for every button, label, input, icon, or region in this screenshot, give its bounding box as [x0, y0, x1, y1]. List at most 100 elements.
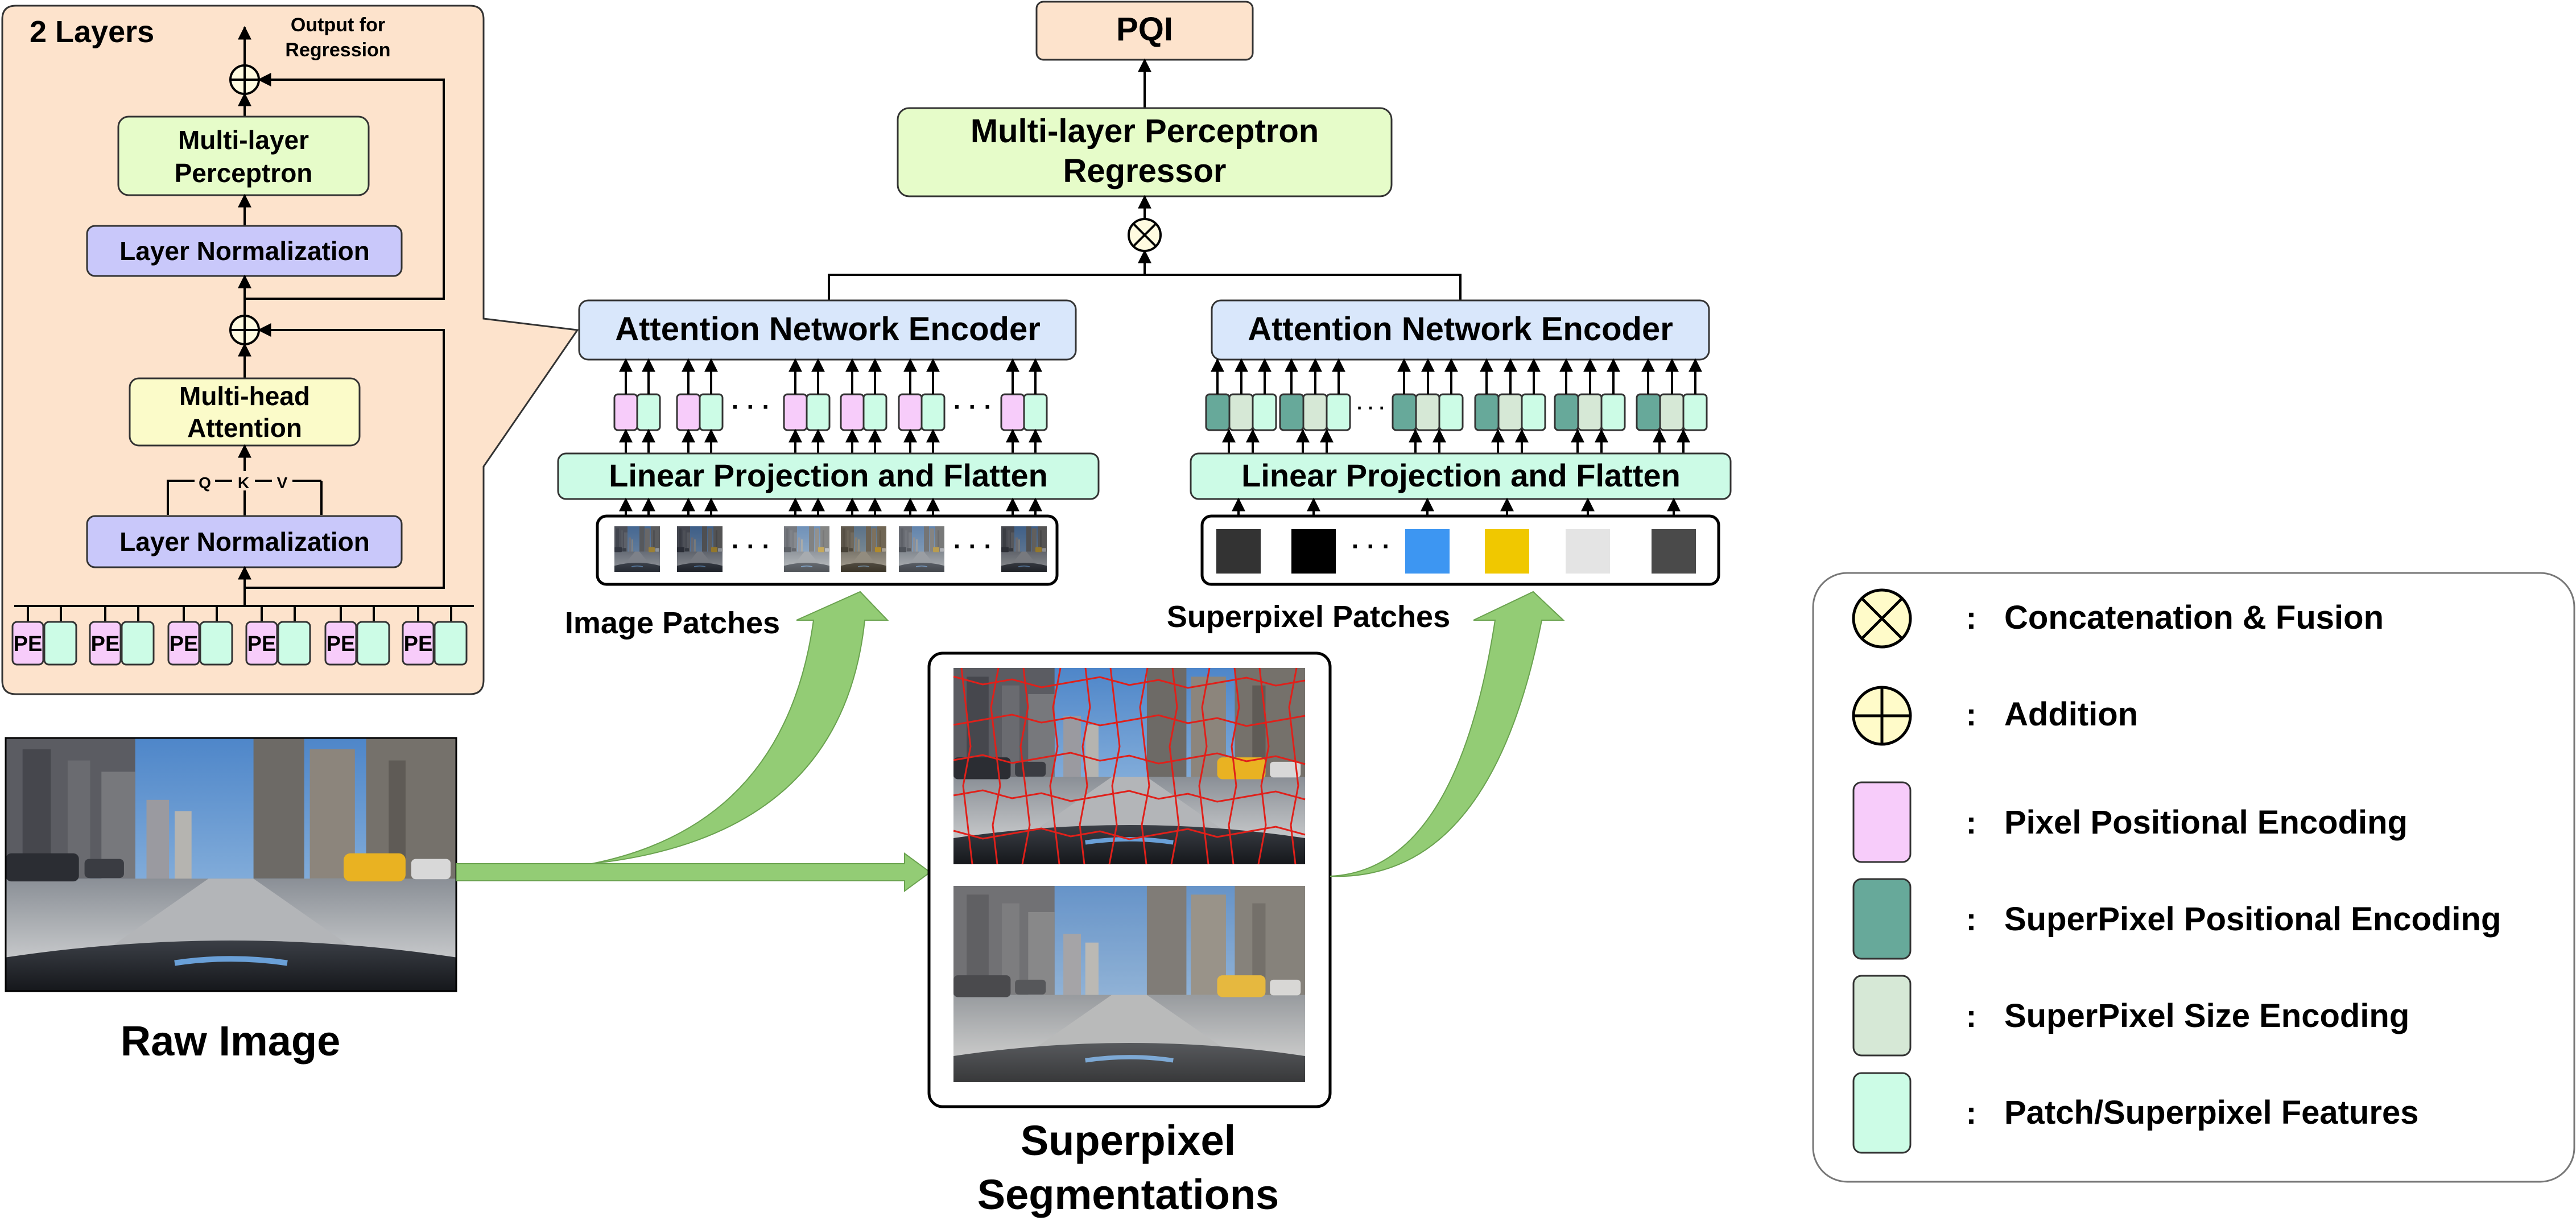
image-token-row: [613, 358, 1048, 453]
legend-colon: :: [1966, 901, 1977, 937]
image-patch-ellipsis-1: · · ·: [732, 533, 770, 560]
addition-icon: [229, 64, 260, 95]
mha-label-line1: Multi-head: [179, 381, 310, 411]
mlp-label-line1: Multi-layer: [178, 125, 309, 155]
layer-norm-bottom-label: Layer Normalization: [119, 527, 370, 556]
superpixel-patch: [1216, 497, 1261, 574]
segmentation-label-line2: Segmentations: [977, 1171, 1279, 1218]
big-arrow-to-segmentation: [456, 852, 931, 892]
legend-colon: :: [1966, 998, 1977, 1034]
feature-cell: [277, 621, 311, 666]
superpixel-patch: [1652, 497, 1696, 574]
teal-swatch: [1852, 878, 1912, 960]
pe-token: PE: [11, 606, 77, 666]
image-patches-label: Image Patches: [565, 606, 780, 640]
pe-cell: [402, 621, 435, 666]
big-arrow-to-image-patches: [591, 591, 889, 864]
superpixel-patch: [1566, 497, 1610, 574]
superpixel-encoder-label: Attention Network Encoder: [1248, 311, 1673, 348]
pe-label: PE: [404, 632, 433, 656]
legend-label-size-encoding: SuperPixel Size Encoding: [2004, 997, 2409, 1034]
transformer-layer-detail-panel: 2 Layers Output for Regression Multi-lay…: [1, 5, 579, 695]
superpixel-patch-row: [1216, 497, 1696, 574]
legend-label-concat: Concatenation & Fusion: [2004, 599, 2384, 636]
image-patch: [899, 497, 944, 572]
pe-token-group: PE PE PE PE PE PE: [11, 606, 468, 666]
legend-label-superpixel-pe: SuperPixel Positional Encoding: [2004, 901, 2501, 938]
legend-colon: :: [1966, 600, 1977, 636]
pe-cell: [245, 621, 278, 666]
detail-panel-background: [1, 5, 579, 695]
superpixel-token: [1205, 358, 1277, 453]
segmentation-label-line1: Superpixel: [1021, 1117, 1236, 1164]
image-token: [840, 358, 887, 453]
pe-cell: [89, 621, 122, 666]
superpixel-token: [1279, 358, 1351, 453]
image-token: [783, 358, 831, 453]
image-patch: [1001, 497, 1047, 572]
pe-token: PE: [167, 606, 233, 666]
feature-cell: [356, 621, 390, 666]
superpixel-segmentation-panel: [927, 651, 1332, 1108]
superpixel-projection-box: [1190, 452, 1732, 500]
pe-label: PE: [247, 632, 276, 656]
pe-token: PE: [324, 606, 390, 666]
output-label-line1: Output for: [291, 14, 385, 36]
pe-label: PE: [14, 632, 43, 656]
pe-token: PE: [89, 606, 155, 666]
raw-image: [5, 737, 457, 992]
image-projection-label: Linear Projection and Flatten: [609, 457, 1048, 493]
legend-colon: :: [1966, 1095, 1977, 1131]
image-token: [1000, 358, 1048, 453]
mlp-label-line2: Perceptron: [175, 158, 313, 188]
superpixel-patches-container: [1200, 514, 1720, 586]
concat-fusion-icon: [1852, 588, 1912, 649]
image-encoder-label: Attention Network Encoder: [615, 311, 1041, 348]
pink-swatch: [1852, 781, 1912, 863]
legend-label-addition: Addition: [2004, 696, 2138, 733]
raw-image-label: Raw Image: [121, 1017, 341, 1065]
feature-cell: [121, 621, 155, 666]
image-patch: [677, 497, 723, 572]
superpixel-token: [1636, 358, 1708, 453]
image-token: [676, 358, 724, 453]
legend-label-pixel-pe: Pixel Positional Encoding: [2004, 804, 2408, 841]
legend-colon: :: [1966, 805, 1977, 840]
superpixel-token: [1392, 358, 1464, 453]
key-label: K: [238, 474, 249, 492]
image-projection-box: [557, 452, 1100, 500]
superpixel-encoder-box: [1211, 299, 1710, 361]
pe-cell: [324, 621, 357, 666]
superpixel-patch: [1485, 497, 1529, 574]
image-token-ellipsis-1: · · ·: [732, 393, 770, 421]
feature-cell: [434, 621, 468, 666]
image-token-ellipsis-2: · · ·: [953, 393, 992, 421]
mha-label-line2: Attention: [187, 413, 302, 443]
light-green-swatch: [1852, 975, 1912, 1057]
panel-title: 2 Layers: [30, 15, 154, 49]
pe-label: PE: [170, 632, 199, 656]
image-branch: Attention Network Encoder · · · · · · Li…: [557, 299, 1100, 640]
value-label: V: [277, 474, 288, 492]
image-patch: [614, 497, 660, 572]
legend-colon: :: [1966, 696, 1977, 732]
superpixel-boundary-image: [953, 667, 1306, 865]
query-label: Q: [199, 474, 211, 492]
pe-label: PE: [327, 632, 356, 656]
superpixel-patch-ellipsis: · · ·: [1352, 533, 1390, 560]
pe-token: PE: [402, 606, 468, 666]
image-token: [613, 358, 661, 453]
legend: : : : : : : Concatenation & Fusion Addit…: [1812, 572, 2575, 1183]
image-encoder-box: [578, 299, 1077, 361]
image-patch-ellipsis-2: · · ·: [953, 533, 992, 560]
superpixel-token: [1554, 358, 1626, 453]
regressor-label-line2: Regressor: [1063, 152, 1227, 189]
addition-icon: [1852, 686, 1912, 746]
big-arrow-to-superpixel-patches: [1330, 591, 1565, 877]
image-patch: [841, 497, 886, 572]
pe-cell: [167, 621, 200, 666]
mint-swatch: [1852, 1072, 1912, 1154]
pe-token: PE: [245, 606, 311, 666]
image-token: [898, 358, 946, 453]
